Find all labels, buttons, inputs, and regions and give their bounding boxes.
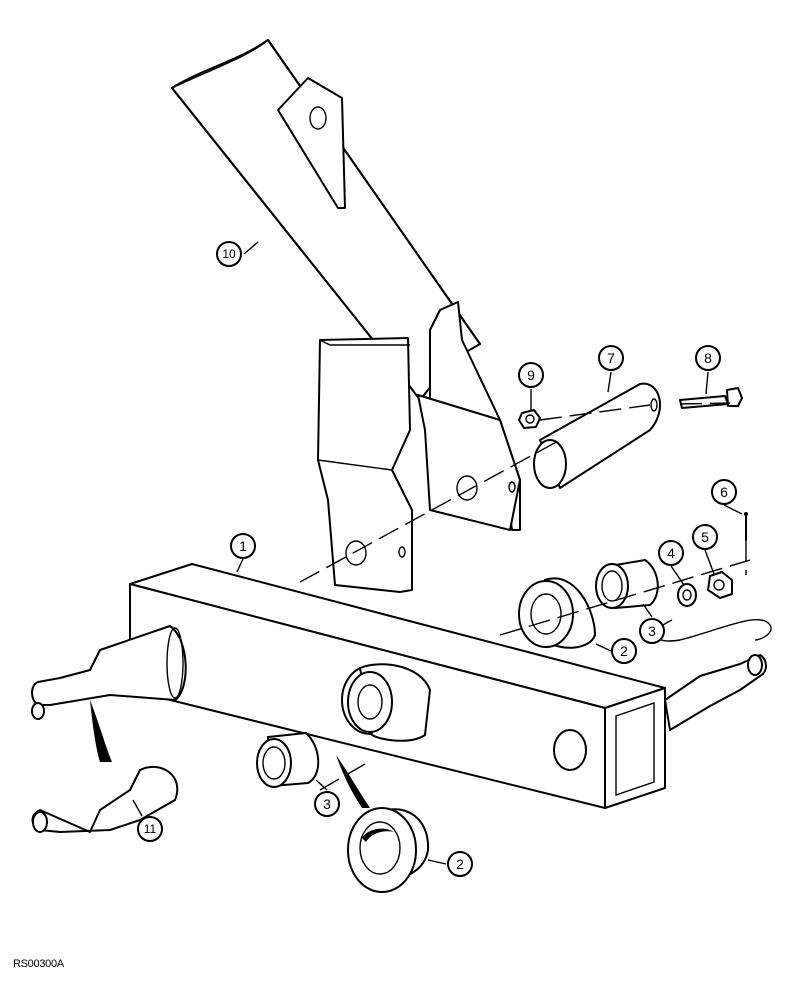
callout-10: 10 bbox=[216, 241, 242, 267]
callout-8: 8 bbox=[695, 345, 721, 371]
callout-4: 4 bbox=[658, 540, 684, 566]
bolt-part bbox=[679, 387, 743, 409]
callout-9: 9 bbox=[518, 362, 544, 388]
castle-nut-part bbox=[707, 571, 733, 599]
callout-11: 11 bbox=[137, 816, 163, 842]
spindle-part bbox=[31, 700, 179, 833]
sleeve-bushing-lower-part bbox=[256, 732, 320, 788]
bracket-plates-part bbox=[317, 301, 521, 593]
left-axle-stub bbox=[31, 625, 187, 720]
callout-5: 5 bbox=[692, 524, 718, 550]
lock-nut-part bbox=[518, 409, 541, 429]
callout-2: 2 bbox=[447, 851, 473, 877]
callout-1: 1 bbox=[230, 533, 256, 559]
right-axle-stub bbox=[664, 654, 767, 731]
washer-part bbox=[677, 583, 697, 607]
callout-3: 3 bbox=[314, 791, 340, 817]
callout-6: 6 bbox=[711, 479, 737, 505]
reference-code: RS00300A bbox=[13, 958, 64, 970]
flanged-bushing-upper-part bbox=[518, 577, 596, 649]
callout-leaders bbox=[132, 241, 743, 865]
callout-2: 2 bbox=[611, 638, 637, 664]
flanged-bushing-lower-part bbox=[336, 755, 430, 893]
callout-7: 7 bbox=[598, 345, 624, 371]
cotter-pin-part bbox=[744, 512, 748, 541]
callout-3: 3 bbox=[639, 618, 665, 644]
frame-member-part bbox=[171, 39, 481, 401]
assembly-lines bbox=[299, 402, 772, 791]
axle-beam-part bbox=[129, 563, 666, 809]
pivot-pin-part bbox=[533, 382, 661, 489]
sleeve-bushing-upper-part bbox=[595, 559, 659, 609]
